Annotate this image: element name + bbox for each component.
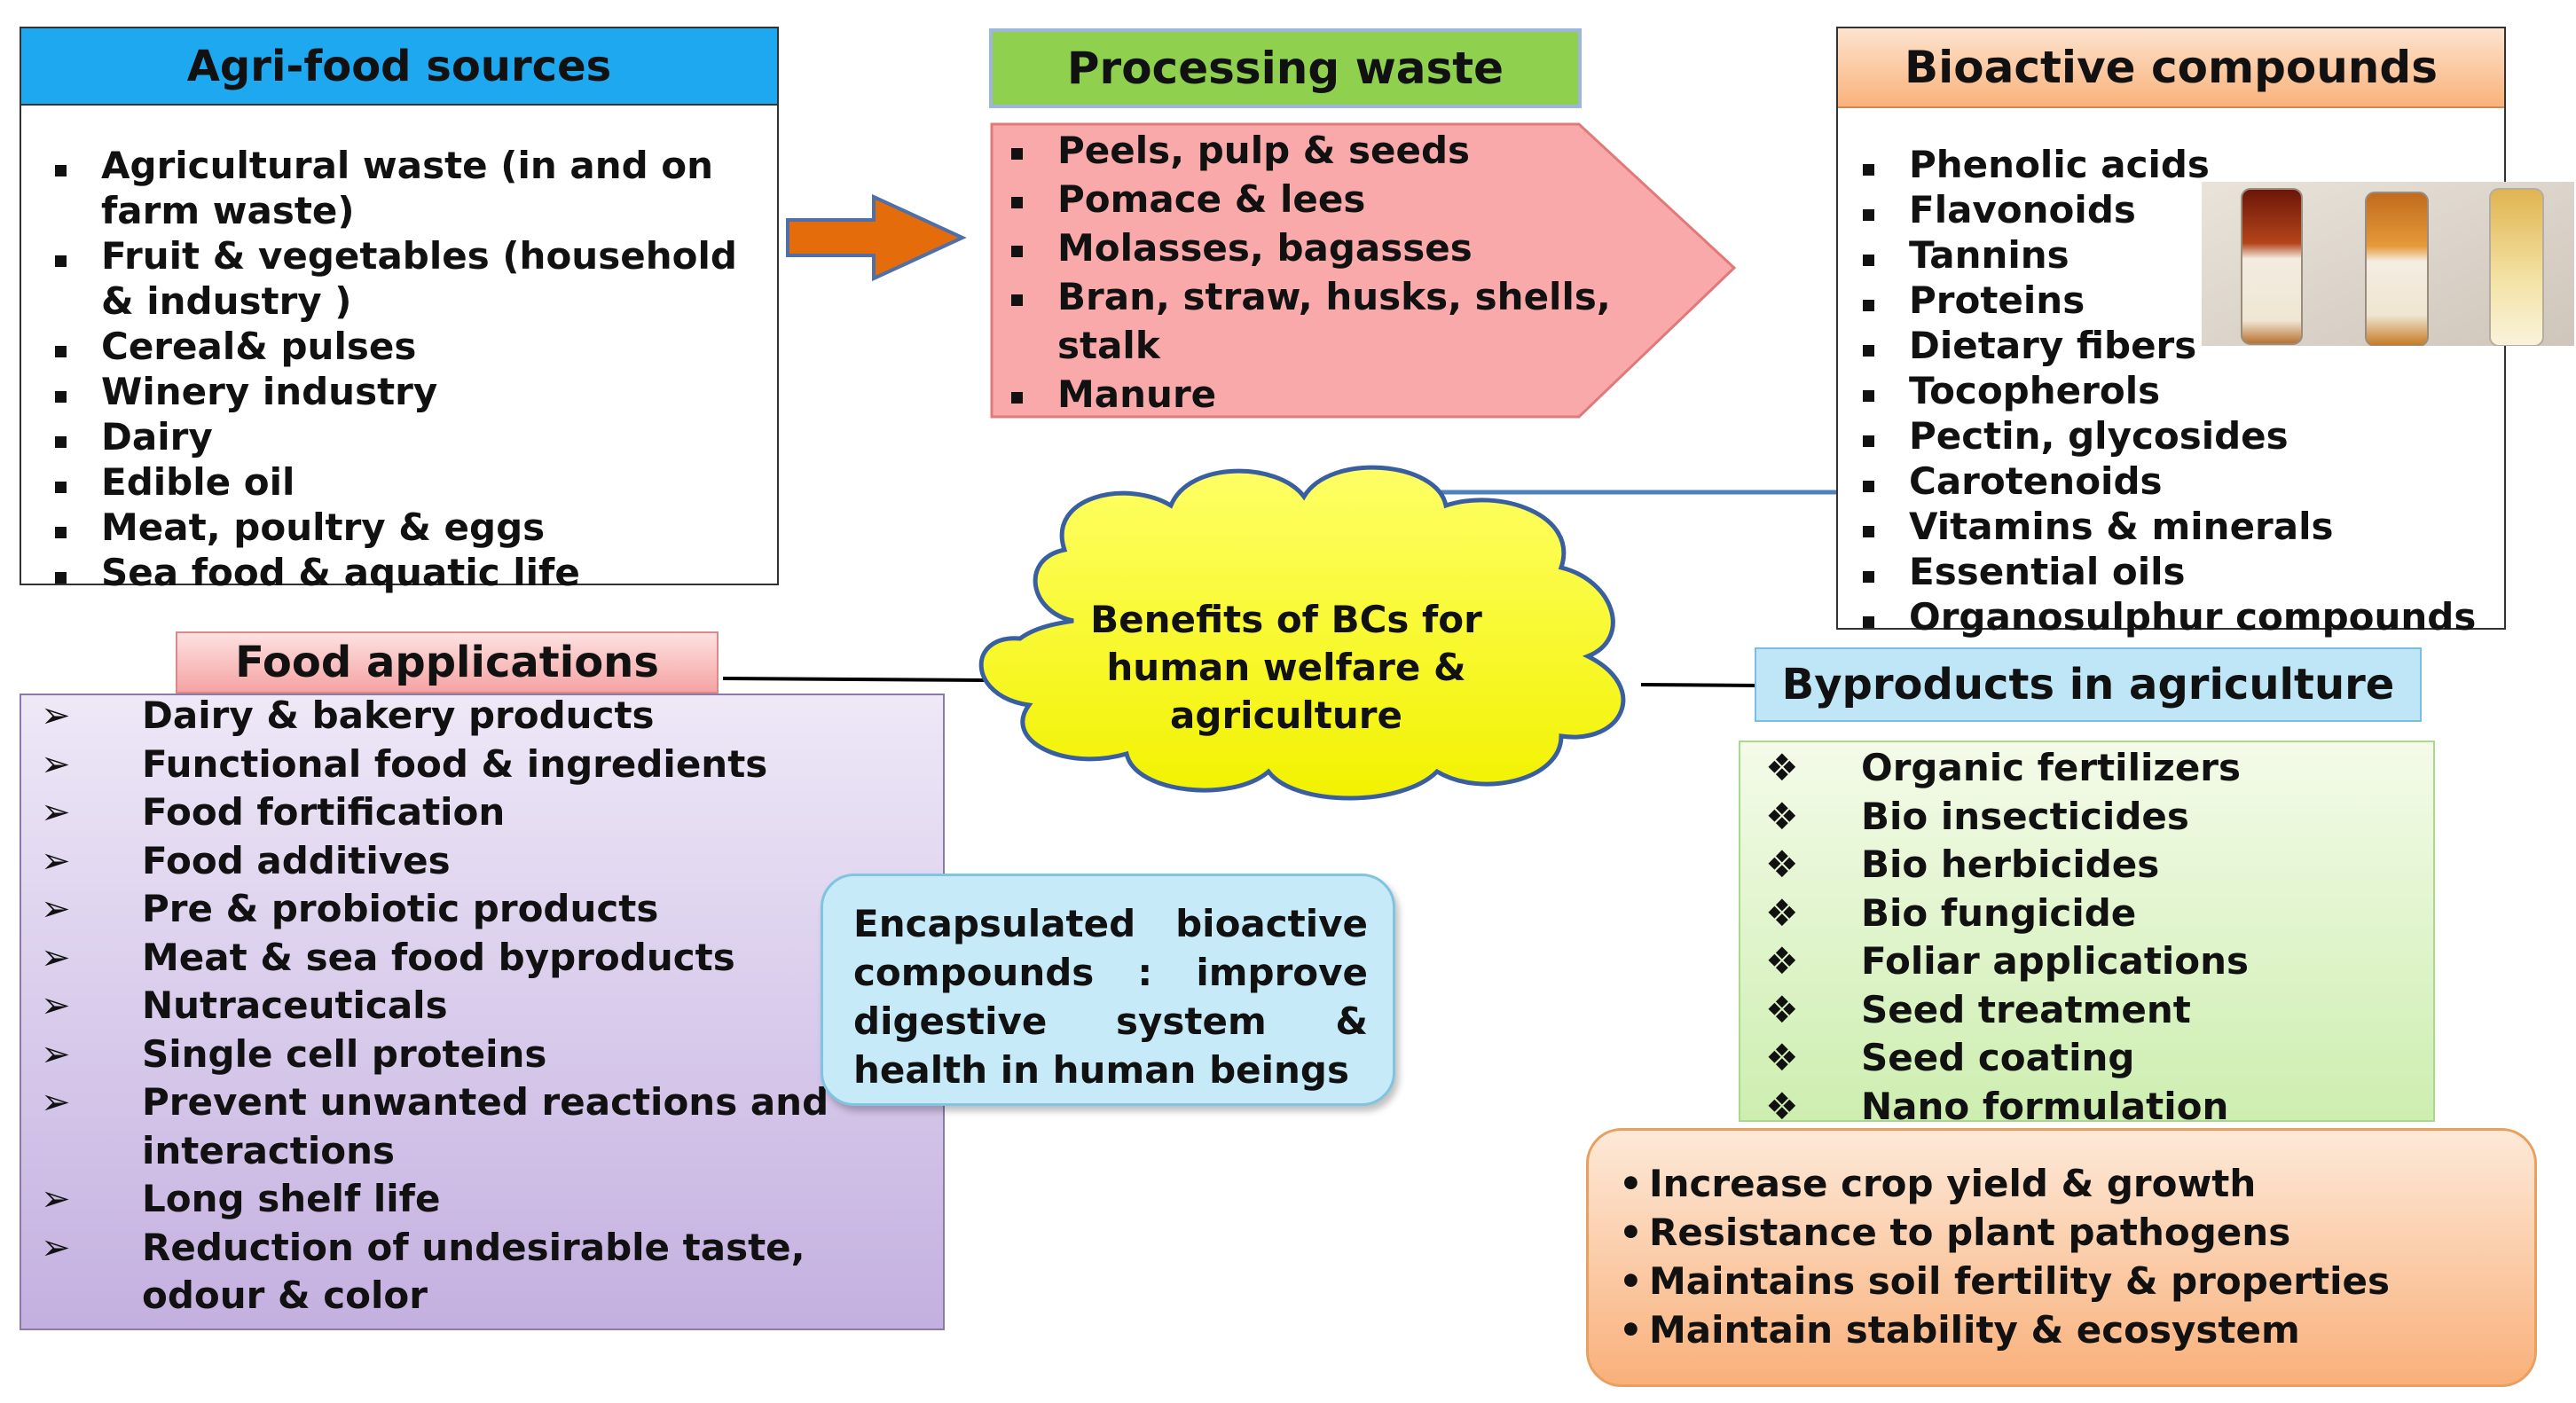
list-item: Functional food & ingredients [27, 741, 934, 789]
list-item: Increase crop yield & growth [1614, 1159, 2517, 1208]
bioactive-list: Phenolic acids Flavonoids Tannins Protei… [1838, 108, 2504, 639]
agri-food-box: Agri-food sources Agricultural waste (in… [20, 27, 779, 594]
bioactive-box: Bioactive compounds Phenolic acids Flavo… [1836, 27, 2506, 639]
list-item: Maintain stability & ecosystem [1614, 1305, 2517, 1354]
food-applications-list: Dairy & bakery products Functional food … [21, 692, 943, 1321]
byproducts-list: Organic fertilizers Bio insecticides Bio… [1740, 744, 2433, 1131]
processing-waste-list: Peels, pulp & seeds Pomace & lees Molass… [1002, 126, 1641, 419]
list-item: Bran, straw, husks, shells, stalk [1002, 272, 1641, 370]
list-item: Flavonoids [1854, 187, 2486, 232]
benefits-cloud [978, 465, 1626, 801]
list-item: Single cell proteins [27, 1031, 934, 1079]
food-applications-box: Dairy & bakery products Functional food … [20, 692, 945, 1330]
agri-benefits-list: Increase crop yield & growth Resistance … [1614, 1159, 2517, 1354]
list-item: Bio insecticides [1746, 793, 2424, 842]
encapsulated-box: Encapsulated bioactive compounds : impro… [821, 874, 1395, 1106]
byproducts-box: Organic fertilizers Bio insecticides Bio… [1739, 741, 2435, 1131]
list-item: Pectin, glycosides [1854, 413, 2486, 459]
test-tube-yellow [2489, 188, 2544, 346]
right-arrow-icon [786, 193, 967, 282]
list-item: Dairy & bakery products [27, 692, 934, 741]
list-item: Meat & sea food byproducts [27, 934, 934, 983]
list-item: Food additives [27, 837, 934, 886]
list-item: Molasses, bagasses [1002, 223, 1641, 272]
list-item: Sea food & aquatic life [46, 550, 750, 595]
list-item: Seed treatment [1746, 986, 2424, 1035]
list-item: Vitamins & minerals [1854, 504, 2486, 549]
list-item: Winery industry [46, 369, 750, 414]
list-item: Dietary fibers [1854, 323, 2486, 368]
list-item: Agricultural waste (in and on farm waste… [46, 143, 750, 233]
list-item: Nano formulation [1746, 1083, 2424, 1132]
list-item: Pre & probiotic products [27, 885, 934, 934]
list-item: Resistance to plant pathogens [1614, 1208, 2517, 1257]
list-item: Essential oils [1854, 549, 2486, 594]
food-connector-line [722, 677, 986, 682]
list-item: Carotenoids [1854, 459, 2486, 504]
list-item: Fruit & vegetables (household & industry… [46, 233, 750, 324]
byproducts-connector-line [1640, 683, 1762, 687]
list-item: Bio fungicide [1746, 890, 2424, 938]
list-item: Reduction of undesirable taste, odour & … [27, 1224, 934, 1321]
list-item: Bio herbicides [1746, 841, 2424, 890]
list-item: Manure [1002, 370, 1641, 419]
test-tube-dark [2241, 188, 2303, 345]
test-tube-orange [2365, 192, 2429, 346]
list-item: Edible oil [46, 459, 750, 505]
list-item: Organic fertilizers [1746, 744, 2424, 793]
list-item: Proteins [1854, 278, 2486, 323]
encapsulated-text: Encapsulated bioactive compounds : impro… [853, 902, 1368, 1092]
agri-food-title: Agri-food sources [21, 28, 777, 106]
list-item: Meat, poultry & eggs [46, 505, 750, 550]
list-item: Long shelf life [27, 1175, 934, 1224]
bioactive-title: Bioactive compounds [1838, 28, 2504, 108]
list-item: Peels, pulp & seeds [1002, 126, 1641, 175]
food-applications-title: Food applications [176, 631, 719, 694]
test-tubes-photo [2202, 182, 2574, 346]
processing-pentagon [990, 122, 1737, 419]
agri-food-list: Agricultural waste (in and on farm waste… [21, 106, 777, 595]
list-item: Seed coating [1746, 1034, 2424, 1083]
list-item: Food fortification [27, 788, 934, 837]
list-item: Tannins [1854, 232, 2486, 278]
list-item: Organosulphur compounds [1854, 594, 2486, 639]
list-item: Nutraceuticals [27, 982, 934, 1031]
benefits-text: Benefits of BCs for human welfare & agri… [1090, 598, 1482, 737]
list-item: Phenolic acids [1854, 142, 2486, 187]
list-item: Pomace & lees [1002, 175, 1641, 223]
list-item: Prevent unwanted reactions and interacti… [27, 1078, 934, 1175]
list-item: Tocopherols [1854, 368, 2486, 413]
processing-waste-title: Processing waste [989, 28, 1582, 108]
list-item: Maintains soil fertility & properties [1614, 1257, 2517, 1305]
list-item: Cereal& pulses [46, 324, 750, 369]
list-item: Dairy [46, 414, 750, 459]
list-item: Foliar applications [1746, 937, 2424, 986]
byproducts-title: Byproducts in agriculture [1755, 647, 2422, 722]
agri-benefits-box: Increase crop yield & growth Resistance … [1586, 1128, 2537, 1387]
